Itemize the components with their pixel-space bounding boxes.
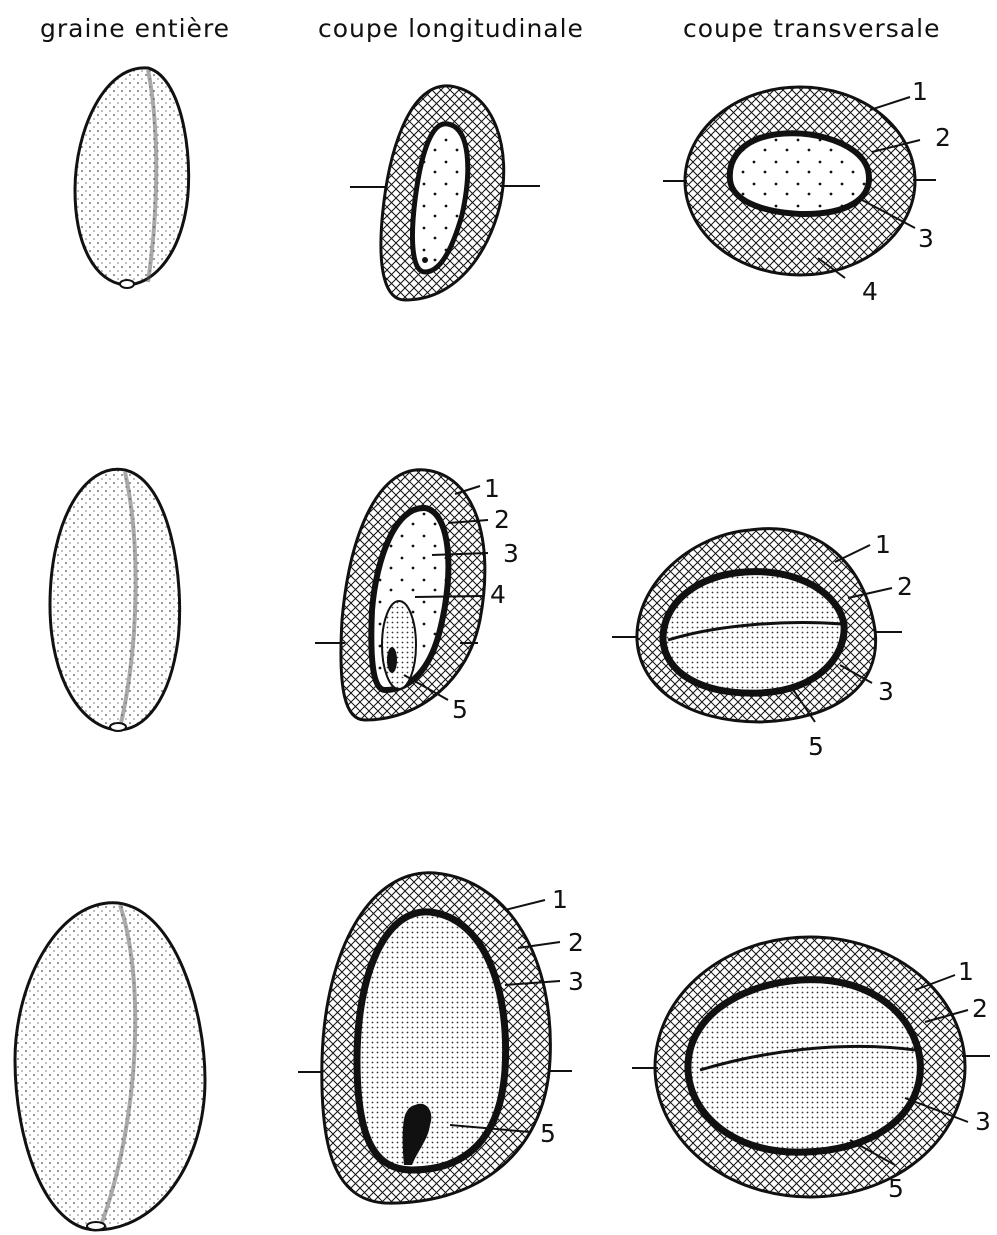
label-1: 1 bbox=[484, 474, 500, 503]
label-3: 3 bbox=[568, 967, 584, 996]
label-2: 2 bbox=[935, 123, 951, 152]
whole-seed-1 bbox=[75, 68, 189, 285]
label-4: 4 bbox=[862, 277, 878, 306]
label-2: 2 bbox=[494, 505, 510, 534]
longitudinal-section-2: 1 2 3 4 5 bbox=[315, 470, 519, 724]
label-1: 1 bbox=[875, 530, 891, 559]
longitudinal-section-3: 1 2 3 5 bbox=[298, 873, 584, 1203]
label-3: 3 bbox=[918, 224, 934, 253]
embryo-2 bbox=[382, 601, 416, 689]
hilum-1 bbox=[120, 280, 134, 288]
embryo-core-2 bbox=[387, 647, 397, 673]
label-1: 1 bbox=[912, 77, 928, 106]
row-1: 1 2 3 4 bbox=[75, 68, 951, 306]
transverse-section-1: 1 2 3 4 bbox=[663, 77, 951, 306]
label-3: 3 bbox=[975, 1107, 991, 1136]
label-3: 3 bbox=[503, 539, 519, 568]
row-3: 1 2 3 5 1 2 3 5 bbox=[15, 873, 991, 1230]
label-3: 3 bbox=[878, 677, 894, 706]
label-5: 5 bbox=[540, 1119, 556, 1148]
row-2: 1 2 3 4 5 1 2 3 5 bbox=[50, 469, 913, 761]
label-2: 2 bbox=[897, 572, 913, 601]
endosperm-3 bbox=[688, 980, 920, 1153]
endosperm-1 bbox=[730, 133, 869, 214]
embryo-dot-1 bbox=[422, 257, 428, 263]
label-1: 1 bbox=[958, 957, 974, 986]
hilum-2 bbox=[110, 723, 126, 731]
hilum-3 bbox=[87, 1222, 105, 1230]
label-1: 1 bbox=[552, 885, 568, 914]
whole-seed-2 bbox=[50, 469, 180, 730]
endosperm-2 bbox=[663, 572, 844, 694]
whole-seed-3 bbox=[15, 903, 205, 1230]
transverse-section-2: 1 2 3 5 bbox=[612, 529, 913, 761]
label-5: 5 bbox=[888, 1174, 904, 1203]
label-4: 4 bbox=[490, 580, 506, 609]
transverse-section-3: 1 2 3 5 bbox=[632, 937, 991, 1203]
endosperm-3 bbox=[357, 912, 506, 1170]
label-5: 5 bbox=[452, 695, 468, 724]
label-2: 2 bbox=[568, 928, 584, 957]
label-2: 2 bbox=[972, 994, 988, 1023]
label-5: 5 bbox=[808, 732, 824, 761]
longitudinal-section-1 bbox=[350, 86, 540, 300]
